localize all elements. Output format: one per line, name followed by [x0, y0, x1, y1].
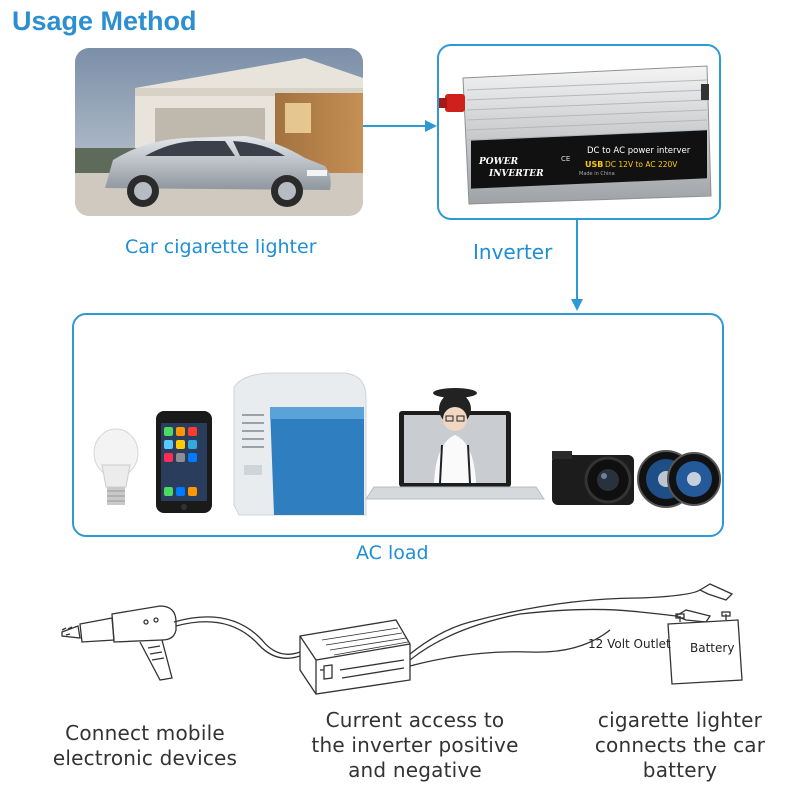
caption-right: cigarette lighter connects the car batte…	[570, 708, 790, 783]
inverter-made: Made in China	[579, 171, 615, 177]
inverter-ce: CE	[561, 155, 570, 163]
caption-right-line3: battery	[642, 758, 718, 782]
car-photo-panel	[75, 48, 363, 216]
caption-left-line2: electronic devices	[52, 746, 238, 770]
phone-icon	[156, 411, 212, 513]
page-title: Usage Method	[12, 6, 197, 36]
ac-load-panel	[72, 313, 724, 537]
caption-mid-line3: and negative	[348, 758, 482, 782]
cooler-icon	[233, 372, 367, 516]
caption-right-line2: connects the car	[594, 733, 766, 757]
drill-icon	[61, 605, 177, 681]
car-label: Car cigarette lighter	[125, 236, 317, 258]
caption-mid: Current access to the inverter positive …	[290, 708, 540, 783]
speaker-icon	[637, 450, 721, 508]
inverter-brand-1: POWER	[478, 157, 519, 167]
laptop-icon	[365, 388, 545, 500]
arrow-right-icon	[363, 120, 437, 132]
battery-icon	[667, 611, 743, 685]
caption-left: Connect mobile electronic devices	[30, 721, 260, 771]
car-photo	[75, 48, 363, 216]
inverter-spec-2: DC 12V to AC 220V	[605, 160, 678, 169]
inverter-brand-2: INVERTER	[488, 169, 544, 179]
caption-mid-line2: the inverter positive	[311, 733, 519, 757]
ac-load-label: AC load	[356, 542, 429, 564]
inverter-spec-1: DC to AC power interver	[587, 146, 691, 156]
battery-label: Battery	[690, 641, 734, 655]
inverter-outline-icon	[299, 619, 411, 695]
caption-mid-line1: Current access to	[325, 708, 505, 732]
inverter-label: Inverter	[473, 240, 553, 264]
caption-left-line1: Connect mobile	[65, 721, 225, 745]
outlet-label: 12 Volt Outlet	[588, 637, 671, 651]
caption-right-line1: cigarette lighter	[597, 708, 763, 732]
inverter-spec-usb: USB	[585, 160, 603, 169]
camera-icon	[552, 451, 634, 505]
wiring-diagram: 12 Volt Outlet Battery	[61, 583, 743, 695]
inverter-panel: POWER INVERTER DC to AC power interver U…	[437, 44, 721, 220]
inverter-photo: POWER INVERTER DC to AC power interver U…	[439, 65, 712, 205]
bulb-icon	[93, 428, 139, 505]
arrow-down-icon	[571, 220, 583, 311]
